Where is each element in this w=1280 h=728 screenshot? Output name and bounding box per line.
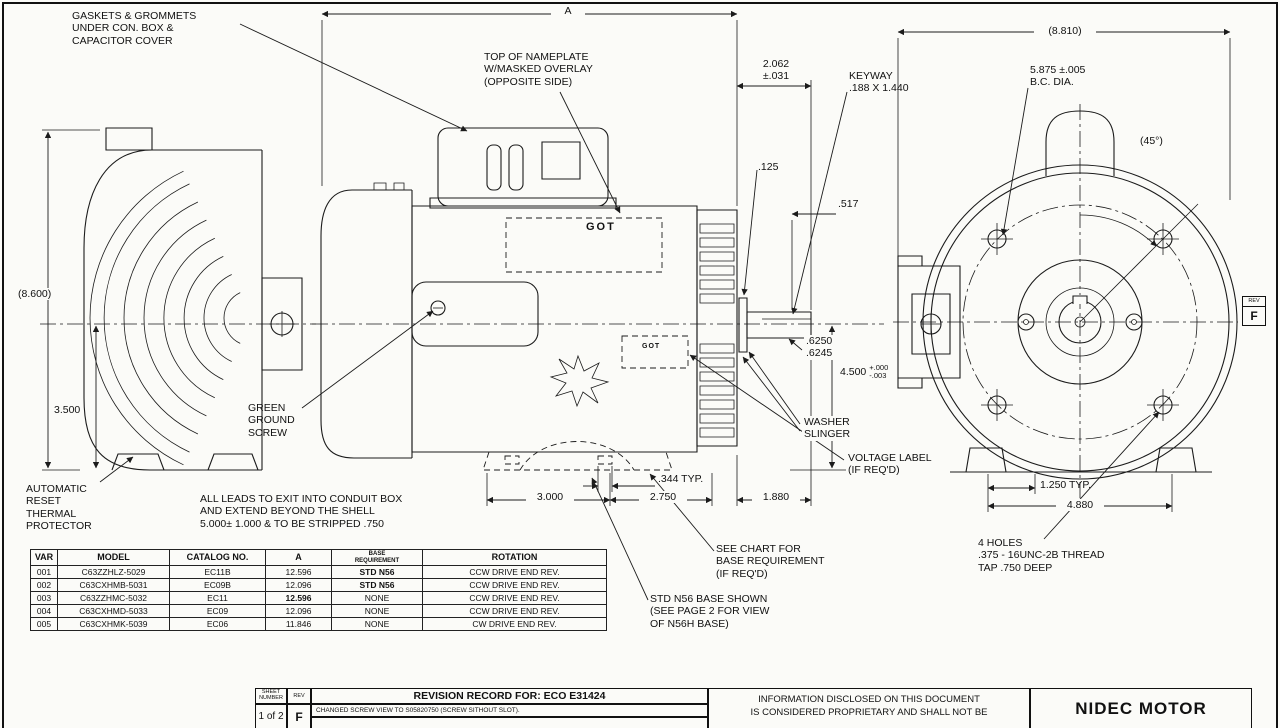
dim-3500: 3.500 bbox=[52, 404, 83, 417]
label-green-ground: GREEN GROUND SCREW bbox=[248, 402, 295, 439]
table-cell: 004 bbox=[30, 604, 58, 618]
table-cell: NONE bbox=[331, 604, 423, 618]
table-cell: STD N56 bbox=[331, 565, 423, 579]
company-name: NIDEC MOTOR bbox=[1030, 688, 1252, 728]
label-four-holes: 4 HOLES .375 - 16UNC-2B THREAD TAP .750 … bbox=[978, 537, 1105, 574]
table-cell: C63ZZHLZ-5029 bbox=[57, 565, 170, 579]
label-gaskets: GASKETS & GROMMETS UNDER CON. BOX & CAPA… bbox=[72, 10, 197, 47]
table-cell: CW DRIVE END REV. bbox=[422, 617, 607, 631]
dim-45deg: (45°) bbox=[1140, 135, 1163, 147]
dim-3000: 3.000 bbox=[526, 491, 574, 504]
dimensions-and-leaders bbox=[42, 10, 1230, 600]
label-auto-reset: AUTOMATIC RESET THERMAL PROTECTOR bbox=[26, 483, 92, 533]
sheet-number-label: SHEET NUMBER bbox=[255, 688, 287, 704]
dim-8810: (8.810) bbox=[1034, 25, 1096, 38]
dim-4500-tolerance: +.000 -.003 bbox=[869, 363, 889, 380]
rev-badge-label: REV bbox=[1243, 297, 1265, 307]
spec-table-header-cell: VAR bbox=[30, 549, 58, 566]
fan-end-side-view bbox=[40, 128, 316, 470]
spec-table-header-cell: CATALOG NO. bbox=[169, 549, 266, 566]
rev-badge-value: F bbox=[1250, 309, 1258, 323]
table-cell: 12.096 bbox=[265, 578, 332, 592]
dim-625: .6250 .6245 bbox=[804, 335, 835, 360]
end-view bbox=[893, 104, 1238, 502]
table-cell: EC06 bbox=[169, 617, 266, 631]
spec-table-header-cell: A bbox=[265, 549, 332, 566]
table-cell: C63CXHMD-5033 bbox=[57, 604, 170, 618]
table-cell: 12.596 bbox=[265, 565, 332, 579]
shaft-side-view bbox=[312, 128, 884, 470]
table-cell: 12.096 bbox=[265, 604, 332, 618]
spec-table-header-cell: BASE REQUIREMENT bbox=[331, 549, 423, 566]
dim-4880: 4.880 bbox=[1056, 499, 1104, 512]
table-cell: STD N56 bbox=[331, 578, 423, 592]
dim-2062: 2.062 ±.031 bbox=[744, 58, 808, 83]
dim-344: .344 TYP. bbox=[658, 473, 704, 485]
table-cell: CCW DRIVE END REV. bbox=[422, 604, 607, 618]
proprietary-notice: INFORMATION DISCLOSED ON THIS DOCUMENT I… bbox=[708, 688, 1030, 728]
dim-8600: (8.600) bbox=[16, 288, 54, 301]
table-cell: NONE bbox=[331, 591, 423, 605]
table-cell: 003 bbox=[30, 591, 58, 605]
dim-a: A bbox=[551, 5, 585, 18]
table-cell: CCW DRIVE END REV. bbox=[422, 565, 607, 579]
label-all-leads: ALL LEADS TO EXIT INTO CONDUIT BOX AND E… bbox=[200, 493, 403, 530]
label-nameplate-note: TOP OF NAMEPLATE W/MASKED OVERLAY (OPPOS… bbox=[484, 51, 593, 88]
table-cell: EC11 bbox=[169, 591, 266, 605]
table-cell: NONE bbox=[331, 617, 423, 631]
table-cell: EC09B bbox=[169, 578, 266, 592]
sheet-number-value: 1 of 2 bbox=[255, 704, 287, 728]
dim-2750: 2.750 bbox=[639, 491, 687, 504]
table-cell: EC11B bbox=[169, 565, 266, 579]
spec-table-header-cell: ROTATION bbox=[422, 549, 607, 566]
table-cell: C63ZZHMC-5032 bbox=[57, 591, 170, 605]
table-cell: C63CXHMK-5039 bbox=[57, 617, 170, 631]
rev-badge: REV F bbox=[1242, 296, 1266, 326]
table-cell: CCW DRIVE END REV. bbox=[422, 578, 607, 592]
revision-record-note: CHANGED SCREW VIEW TO S05820750 (SCREW S… bbox=[311, 704, 708, 717]
table-cell: C63CXHMB-5031 bbox=[57, 578, 170, 592]
table-cell: 12.596 bbox=[265, 591, 332, 605]
spec-table-header-cell: MODEL bbox=[57, 549, 170, 566]
table-cell: 002 bbox=[30, 578, 58, 592]
table-cell: 11.846 bbox=[265, 617, 332, 631]
dim-1250: 1.250 TYP. bbox=[1040, 479, 1091, 491]
table-cell: CCW DRIVE END REV. bbox=[422, 591, 607, 605]
label-washer-slinger: WASHER SLINGER bbox=[802, 416, 853, 441]
label-keyway: KEYWAY .188 X 1.440 bbox=[849, 70, 909, 95]
label-bc-dia: 5.875 ±.005 B.C. DIA. bbox=[1030, 64, 1086, 89]
revision-record-row-2 bbox=[311, 717, 708, 728]
voltage-label-logo: GOT bbox=[642, 343, 661, 350]
dim-4500: 4.500 +.000 -.003 bbox=[838, 363, 891, 380]
dim-1880: 1.880 bbox=[752, 491, 800, 504]
nameplate-logo: GOT bbox=[586, 221, 616, 233]
dim-4500-value: 4.500 bbox=[840, 365, 867, 378]
dim-125: .125 bbox=[758, 161, 779, 173]
table-cell: EC09 bbox=[169, 604, 266, 618]
rev-label: REV bbox=[287, 688, 311, 704]
table-cell: 001 bbox=[30, 565, 58, 579]
dim-517: .517 bbox=[838, 198, 859, 210]
revision-record-title: REVISION RECORD FOR: ECO E31424 bbox=[311, 688, 708, 704]
label-std-n56: STD N56 BASE SHOWN (SEE PAGE 2 FOR VIEW … bbox=[650, 593, 770, 630]
label-see-chart: SEE CHART FOR BASE REQUIREMENT (IF REQ'D… bbox=[716, 543, 825, 580]
table-cell: 005 bbox=[30, 617, 58, 631]
label-voltage: VOLTAGE LABEL (IF REQ'D) bbox=[846, 452, 934, 477]
rev-value: F bbox=[287, 704, 311, 728]
